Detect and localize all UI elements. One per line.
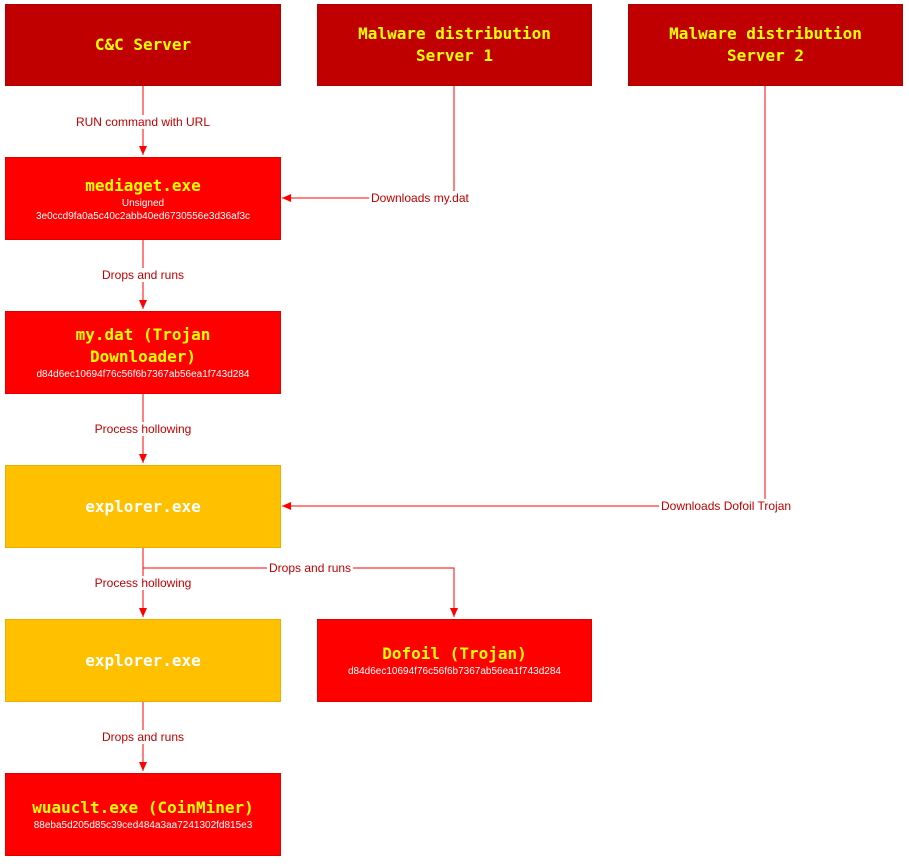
edge-dist1-to-mediaget <box>282 86 455 202</box>
edge-label-downloads-mydat: Downloads my.dat <box>369 191 471 205</box>
edge-label-drops-runs-2: Drops and runs <box>99 730 187 744</box>
dofoil-node: Dofoil (Trojan) d84d6ec10694f76c56f6b736… <box>317 619 592 702</box>
distribution-server-1-node: Malware distribution Server 1 <box>317 4 592 86</box>
wuauclt-hash: 88eba5d205d85c39ced484a3aa7241302fd815e3 <box>33 820 253 831</box>
dofoil-hash: d84d6ec10694f76c56f6b7367ab56ea1f743d284 <box>348 666 561 677</box>
dofoil-title: Dofoil (Trojan) <box>382 644 527 663</box>
edge-label-process-hollowing-2: Process hollowing <box>92 576 194 590</box>
edge-label-downloads-dofoil: Downloads Dofoil Trojan <box>659 499 794 513</box>
mediaget-hash: 3e0ccd9fa0a5c40c2abb40ed6730556e3d36af3c <box>35 210 251 222</box>
cnc-server-title: C&C Server <box>94 35 192 54</box>
edge-label-drops-runs-1: Drops and runs <box>99 268 187 282</box>
distribution-server-2-title-line2: Server 2 <box>726 46 805 65</box>
explorer-node-2: explorer.exe <box>5 619 281 702</box>
edge-dist2-to-explorer1 <box>282 86 766 510</box>
edge-label-process-hollowing-1: Process hollowing <box>92 422 194 436</box>
cnc-server-node: C&C Server <box>5 4 281 86</box>
distribution-server-2-node: Malware distribution Server 2 <box>628 4 903 86</box>
mediaget-node: mediaget.exe Unsigned 3e0ccd9fa0a5c40c2a… <box>5 157 281 240</box>
mediaget-title: mediaget.exe <box>85 175 201 195</box>
mydat-title-line2: Downloader) <box>90 347 196 366</box>
distribution-server-1-title-line1: Malware distribution <box>358 24 551 43</box>
explorer-2-title: explorer.exe <box>85 650 201 670</box>
edge-label-run-command: RUN command with URL <box>73 115 213 129</box>
edge-label-drops-runs-dofoil: Drops and runs <box>267 561 354 575</box>
mediaget-signature: Unsigned <box>121 197 165 209</box>
wuauclt-title: wuauclt.exe (CoinMiner) <box>32 798 254 817</box>
mydat-hash: d84d6ec10694f76c56f6b7367ab56ea1f743d284 <box>36 369 250 380</box>
explorer-1-title: explorer.exe <box>85 496 201 516</box>
edge-explorer1-to-dofoil <box>143 567 458 617</box>
mydat-title-line1: my.dat (Trojan <box>75 325 211 344</box>
distribution-server-2-title-line1: Malware distribution <box>669 24 862 43</box>
wuauclt-node: wuauclt.exe (CoinMiner) 88eba5d205d85c39… <box>5 773 281 856</box>
explorer-node-1: explorer.exe <box>5 465 281 548</box>
mydat-node: my.dat (Trojan Downloader) d84d6ec10694f… <box>5 311 281 394</box>
distribution-server-1-title-line2: Server 1 <box>415 46 494 65</box>
